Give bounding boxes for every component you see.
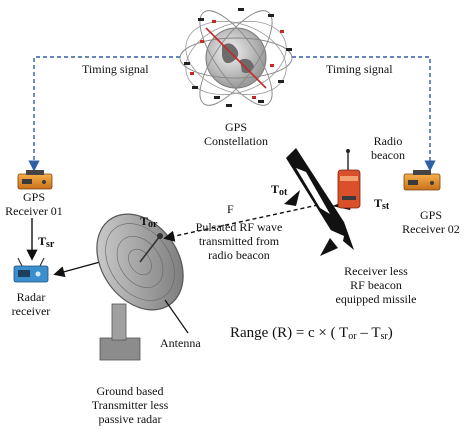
tor-label: Tor <box>140 214 157 232</box>
radar-dish <box>96 213 184 361</box>
radar-caption-line1: Ground based <box>96 384 164 398</box>
timing-signal-right-label: Timing signal <box>326 62 393 76</box>
timing-signal-left-connector <box>28 56 180 172</box>
gps-receiver-02-device <box>403 170 441 191</box>
tst-main: T <box>374 196 383 210</box>
missile-label-line3: equipped missile <box>335 292 417 306</box>
range-formula: Range (R) = c × ( Tor – Tsr) <box>230 324 393 346</box>
gps-receiver-01-device <box>17 170 53 190</box>
radio-beacon-label: Radio beacon <box>358 134 418 162</box>
gps-receiver-02-label: GPS Receiver 02 <box>394 208 468 236</box>
gps-constellation-globe <box>179 8 293 107</box>
radar-caption-line3: passive radar <box>98 412 162 426</box>
tot-label: Tot <box>271 182 287 200</box>
timing-signal-left-label: Timing signal <box>82 62 149 76</box>
missile-label: Receiver less RF beacon equipped missile <box>320 264 432 306</box>
tst-sub: st <box>382 201 390 212</box>
dish-to-radar-receiver-arrow <box>53 261 101 278</box>
gps-constellation-label-line2: Constellation <box>204 134 268 148</box>
rf-wave-label-line3: radio beacon <box>208 248 270 262</box>
radar-receiver-label-line2: receiver <box>11 304 51 318</box>
radio-beacon-label-line1: Radio <box>373 134 403 148</box>
rf-wave-label-line1: Pulsated RF wave <box>195 220 283 234</box>
gps-receiver-02-label-line2: Receiver 02 <box>402 222 460 236</box>
rf-wave-label: Pulsated RF wave transmitted from radio … <box>186 220 292 262</box>
tsr-main: T <box>38 234 47 248</box>
radar-caption: Ground based Transmitter less passive ra… <box>74 384 186 426</box>
radar-receiver-label-line1: Radar <box>16 290 46 304</box>
missile-label-line2: RF beacon <box>350 278 402 292</box>
tor-main: T <box>140 214 149 228</box>
gps-constellation-label: GPS Constellation <box>196 120 276 148</box>
missile-label-line1: Receiver less <box>344 264 408 278</box>
radar-receiver-label: Radar receiver <box>0 290 62 318</box>
formula-sub2: sr <box>380 331 388 342</box>
formula-mid: – T <box>356 325 381 341</box>
radar-receiver-device <box>13 257 49 283</box>
formula-sub1: or <box>348 331 357 342</box>
tsr-sub: sr <box>46 239 55 250</box>
gps-receiver-01-label-line2: Receiver 01 <box>5 204 63 218</box>
formula-rhs: ) <box>387 325 393 341</box>
gps-constellation-label-line1: GPS <box>224 120 247 134</box>
rf-wave-label-line2: transmitted from <box>198 234 280 248</box>
missile <box>284 148 354 256</box>
formula-lhs: Range (R) = c × ( T <box>230 325 349 341</box>
antenna-label: Antenna <box>160 336 201 350</box>
tot-sub: ot <box>279 187 288 198</box>
radio-beacon-label-line2: beacon <box>371 148 405 162</box>
tor-sub: or <box>148 219 158 230</box>
radar-caption-line2: Transmitter less <box>91 398 169 412</box>
timing-signal-right-connector <box>292 56 436 172</box>
tst-label: Tst <box>374 196 389 214</box>
gps-receiver-02-label-line1: GPS <box>419 208 442 222</box>
rf-symbol-f: F <box>227 202 234 216</box>
gps-receiver-01-label-line1: GPS <box>22 190 45 204</box>
radio-beacon-device <box>337 149 361 209</box>
antenna-pointer <box>164 299 189 334</box>
tsr-label: Tsr <box>38 234 54 252</box>
gps-receiver-01-label: GPS Receiver 01 <box>0 190 68 218</box>
rf-wave-arrow <box>163 204 319 242</box>
tot-main: T <box>271 182 280 196</box>
